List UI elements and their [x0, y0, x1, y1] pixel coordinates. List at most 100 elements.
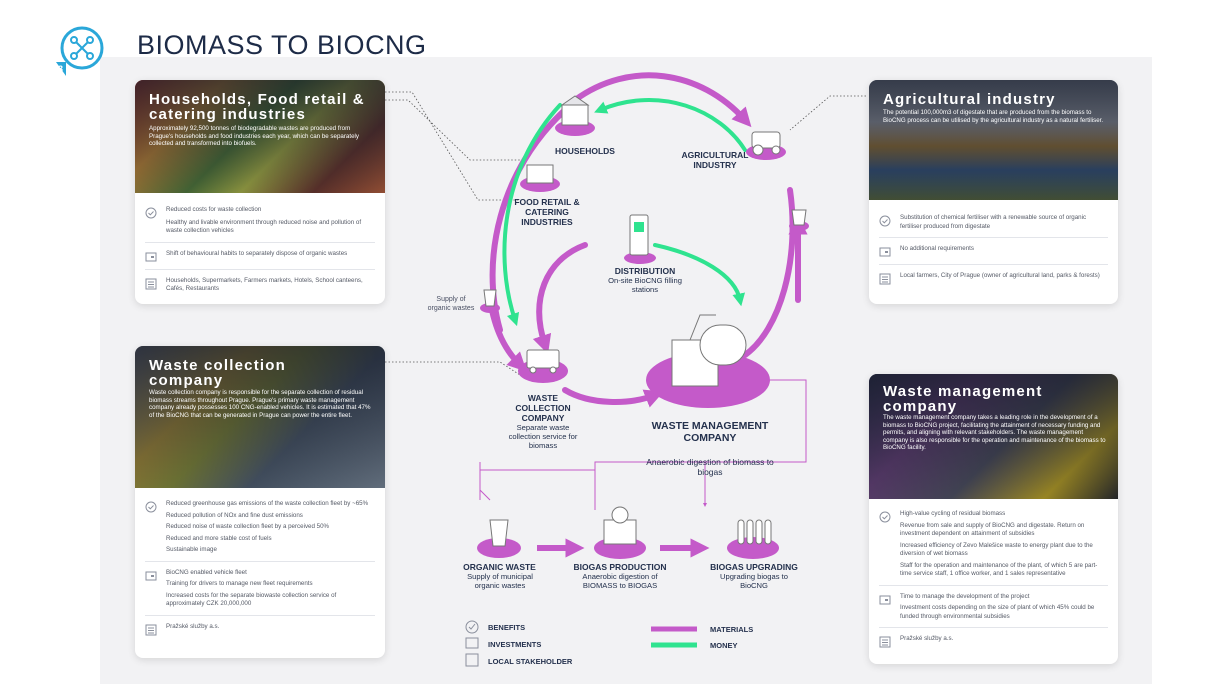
- investment-item: Training for drivers to manage new fleet…: [166, 580, 313, 587]
- benefit-item: Reduced greenhouse gas emissions of the …: [166, 500, 369, 507]
- benefit-item: Increased efficiency of Zevo Malešice wa…: [900, 541, 1093, 558]
- money-flow-lines: [502, 98, 747, 327]
- stakeholder-icon: [145, 624, 157, 635]
- divider: [879, 237, 1108, 238]
- node-upgrading: [727, 519, 779, 559]
- agricultural-list: Substitution of chemical fertiliser with…: [879, 214, 1108, 291]
- divider: [879, 264, 1108, 265]
- card-waste-collection: Waste collection company Waste collectio…: [135, 346, 385, 658]
- waste-management-list: High-value cycling of residual biomass R…: [879, 510, 1108, 654]
- list-item: Reduced greenhouse gas emissions of the …: [145, 500, 375, 555]
- list-item: No additional requirements: [879, 245, 1108, 258]
- divider: [145, 268, 375, 270]
- node-agricultural: [746, 131, 786, 160]
- legend-investments: INVESTMENTS: [488, 640, 542, 649]
- list-item: Pražské služby a.s.: [879, 635, 1108, 648]
- supply-label: Supply of organic wastes: [427, 296, 475, 312]
- logo-badge: 3: [58, 64, 63, 74]
- node-management: [646, 314, 770, 408]
- investments-icon: [879, 247, 891, 257]
- biogas-label: BIOGAS PRODUCTION: [573, 562, 667, 572]
- distribution-sublabel: On-site BioCNG filling stations: [608, 276, 682, 294]
- divider: [879, 584, 1108, 586]
- legend-money: MONEY: [710, 641, 738, 650]
- list-item: Local farmers, City of Prague (owner of …: [879, 272, 1108, 285]
- list-item: BioCNG enabled vehicle fleet Training fo…: [145, 569, 375, 609]
- benefit-item: Substitution of chemical fertiliser with…: [900, 214, 1087, 230]
- waste-collection-title-1: Waste collection: [149, 357, 287, 374]
- legend-stakeholder: LOCAL STAKEHOLDER: [488, 657, 573, 666]
- waste-collection-description: Waste collection company is responsible …: [149, 389, 371, 419]
- benefit-list: High-value cycling of residual biomass R…: [900, 510, 1108, 579]
- upgrading-sublabel: Upgrading biogas to BioCNG: [720, 572, 788, 590]
- legend-materials: MATERIALS: [710, 625, 754, 634]
- divider: [145, 614, 375, 616]
- management-sublabel: Anaerobic digestion of biomass to biogas: [646, 457, 774, 477]
- food-retail-label: FOOD RETAIL & CATERING INDUSTRIES: [514, 197, 580, 227]
- households-title-1: Households, Food retail &: [149, 91, 365, 108]
- biogas-sublabel: Anaerobic digestion of BIOMASS to BIOGAS: [582, 572, 658, 590]
- investment-item: BioCNG enabled vehicle fleet: [166, 568, 247, 576]
- process-outline: [479, 379, 807, 510]
- organic-label: ORGANIC WASTE: [463, 562, 536, 572]
- waste-management-title-1: Waste management: [883, 383, 1043, 400]
- stakeholder-item: Households, Supermarkets, Farmers market…: [166, 276, 363, 293]
- investment-list: Time to manage the development of the pr…: [900, 593, 1108, 622]
- node-supply: [480, 289, 500, 313]
- stakeholder-item: Pražské služby a.s.: [166, 622, 220, 630]
- benefit-item: Reduced and more stable cost of fuels: [166, 534, 272, 542]
- divider: [145, 241, 375, 243]
- divider: [145, 560, 375, 562]
- node-households: [555, 95, 595, 136]
- agricultural-label: AGRICULTURAL INDUSTRY: [681, 150, 749, 170]
- divider: [879, 627, 1108, 628]
- investment-item: Increased costs for the separate biowast…: [166, 591, 337, 608]
- stakeholder-icon: [879, 636, 891, 648]
- management-label: WASTE MANAGEMENT COMPANY: [651, 420, 769, 444]
- benefit-item: Staff for the operation and maintenance …: [900, 561, 1098, 578]
- waste-management-description: The waste management company takes a lea…: [883, 414, 1106, 451]
- stakeholder-item: Local farmers, City of Prague (owner of …: [900, 272, 1100, 279]
- node-fertiliser: [789, 209, 809, 231]
- node-distribution: [624, 214, 656, 264]
- investment-item: Time to manage the development of the pr…: [900, 592, 1030, 600]
- waste-collection-title-2: company: [149, 372, 224, 389]
- waste-collection-photo: [135, 346, 385, 488]
- benefit-item: Revenue from sale and supply of BioCNG a…: [900, 521, 1085, 538]
- legend-benefits: BENEFITS: [488, 623, 526, 632]
- benefits-icon: [145, 501, 157, 513]
- legend-graphics: [465, 620, 697, 667]
- list-item: Substitution of chemical fertiliser with…: [879, 214, 1108, 231]
- benefits-icon: [879, 511, 891, 523]
- investments-icon: [879, 595, 891, 604]
- stakeholder-item: Pražské služby a.s.: [900, 635, 954, 642]
- list-item: High-value cycling of residual biomass R…: [879, 510, 1108, 579]
- investment-item: Shift of behavioural habits to separatel…: [166, 249, 348, 257]
- node-food-retail: [520, 164, 560, 192]
- page-title: BIOMASS TO BIOCNG: [137, 30, 427, 60]
- households-photo: [135, 80, 385, 193]
- agricultural-description: The potential 100,000m3 of digestate tha…: [883, 109, 1104, 124]
- card-agricultural: Agricultural industry The potential 100,…: [869, 80, 1118, 304]
- collection-label: WASTE COLLECTION COMPANY: [515, 393, 571, 423]
- card-waste-management: Waste management company The waste manag…: [869, 374, 1118, 664]
- investment-item: Investment costs depending on the size o…: [900, 604, 1095, 620]
- node-collection: [518, 349, 568, 383]
- collection-sublabel: Separate waste collection service for bi…: [508, 423, 578, 450]
- households-label: HOUSEHOLDS: [555, 146, 615, 156]
- benefit-list: Reduced greenhouse gas emissions of the …: [166, 500, 368, 555]
- node-biogas: [594, 506, 646, 559]
- benefit-item: Reduced noise of waste collection fleet …: [166, 523, 330, 530]
- card-households: Households, Food retail & catering indus…: [135, 80, 385, 304]
- agricultural-photo: [869, 80, 1118, 200]
- households-title-2: catering industries: [149, 106, 307, 123]
- investment-item: No additional requirements: [900, 245, 974, 252]
- list-item: Pražské služby a.s.: [145, 623, 375, 636]
- investments-icon: [145, 571, 157, 580]
- upgrading-label: BIOGAS UPGRADING: [710, 562, 798, 572]
- waste-management-title-2: company: [883, 398, 958, 415]
- benefit-item: Reduced costs for waste collection: [166, 206, 262, 213]
